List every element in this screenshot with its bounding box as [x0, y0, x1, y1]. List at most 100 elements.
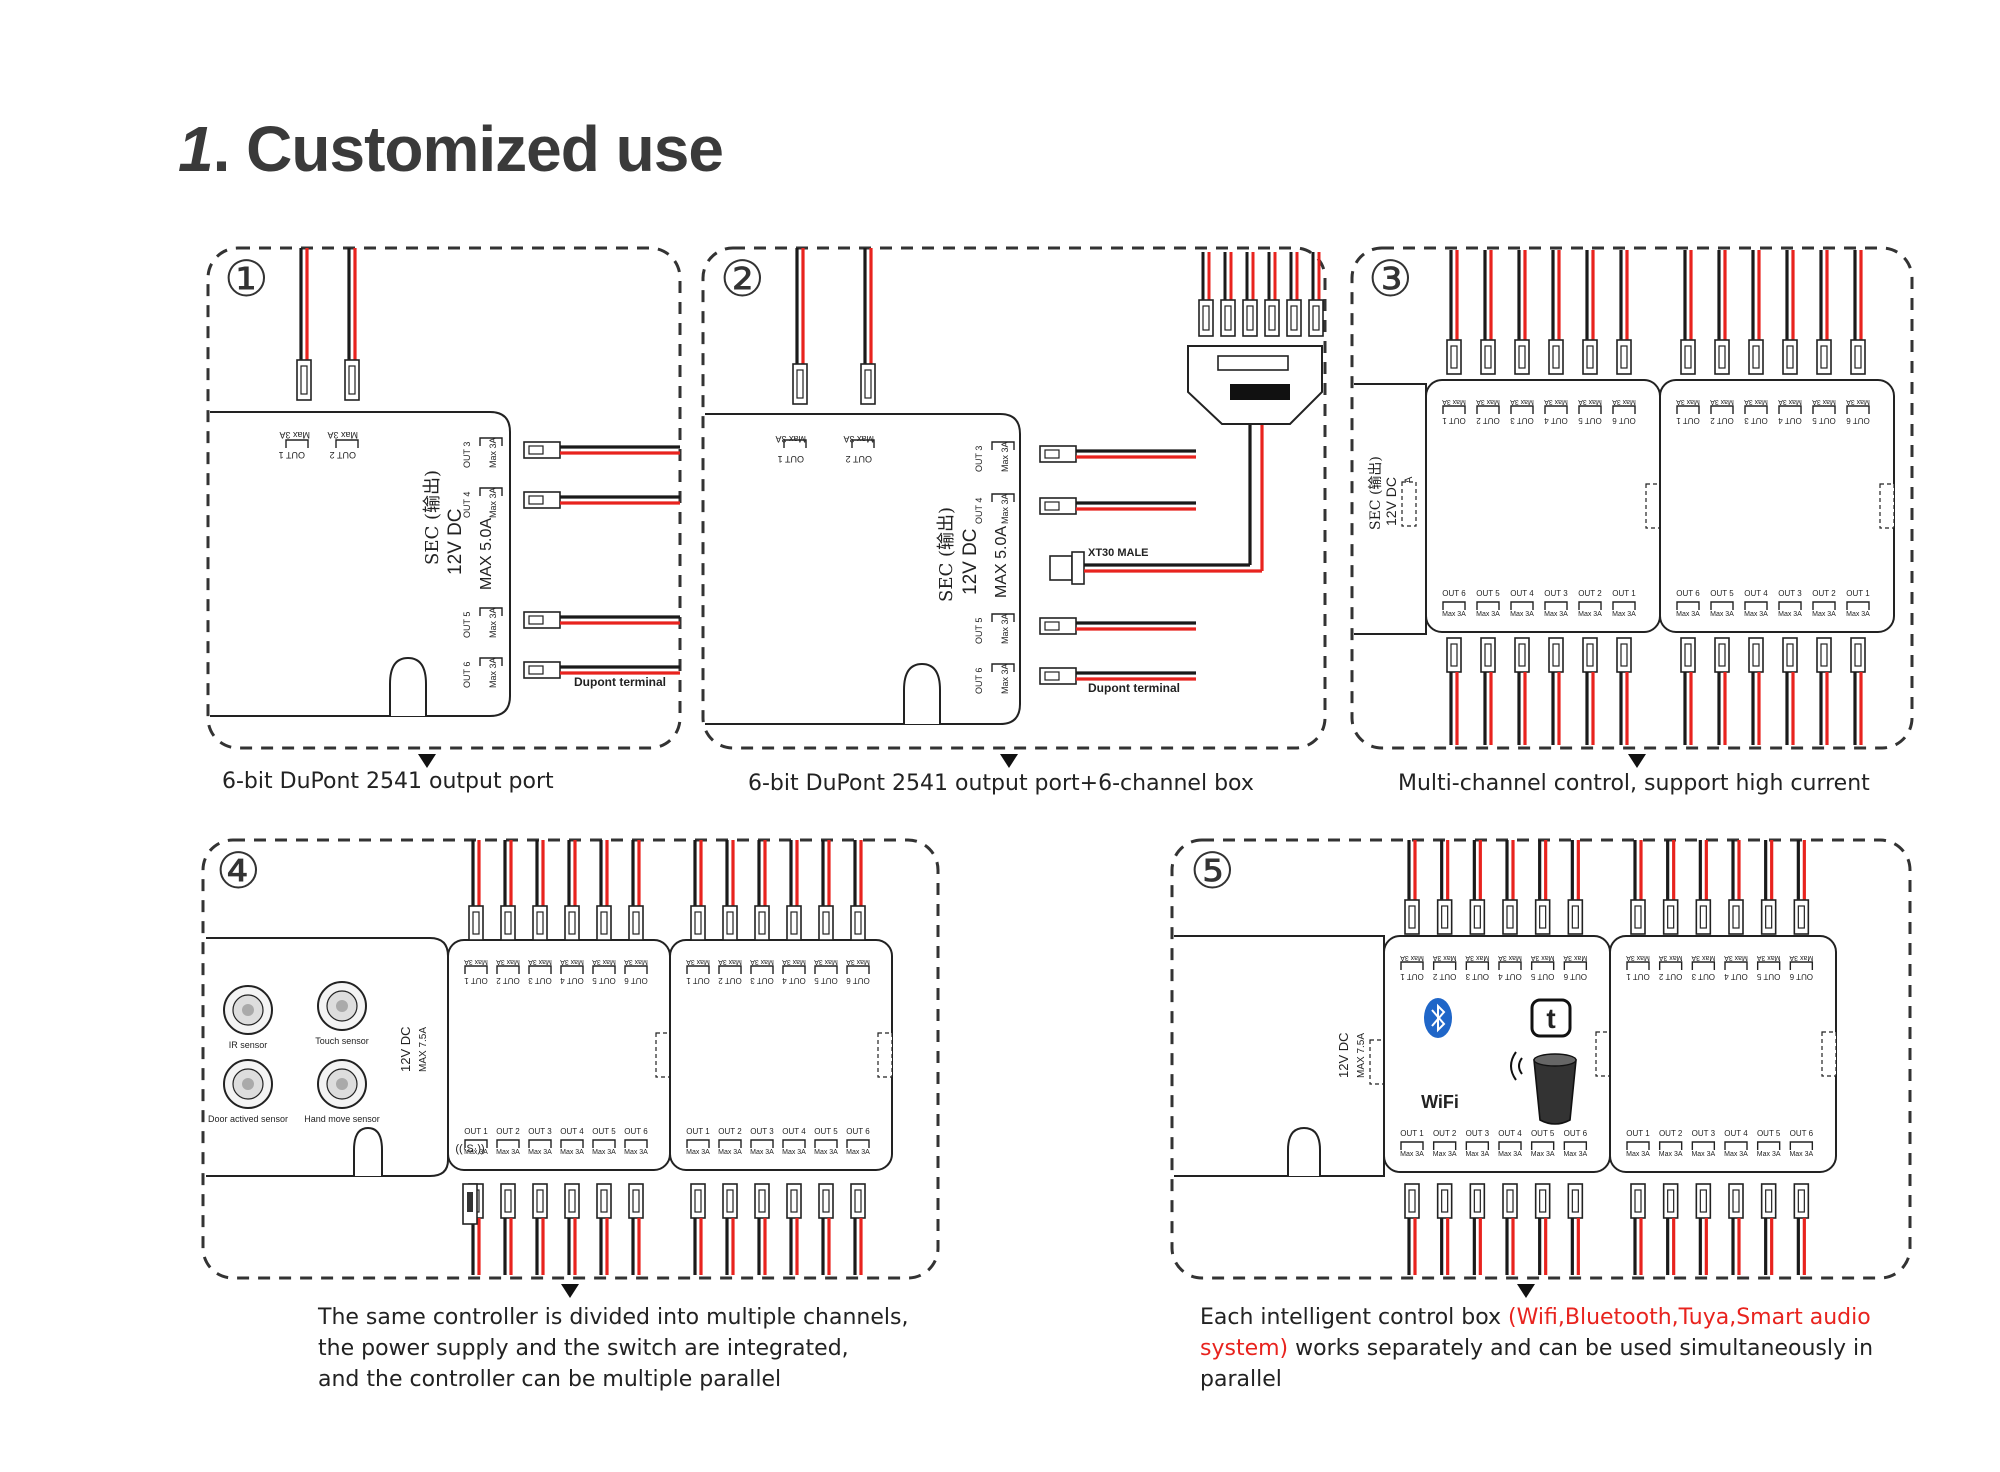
connector-plug: [532, 905, 548, 941]
label-text: Max 3A: [846, 958, 870, 965]
caption-2: 6-bit DuPont 2541 output port+6-channel …: [748, 771, 1254, 796]
caption-3: Multi-channel control, support high curr…: [1398, 771, 1870, 796]
port-outline: [1612, 405, 1636, 414]
port-outline: [1442, 405, 1466, 414]
side-connector: [1879, 483, 1895, 529]
connector-plug-inner: [854, 1189, 862, 1213]
port-outline: [528, 1139, 552, 1148]
label-text: 12V DC: [445, 508, 466, 575]
label-text: Max 3A: [624, 958, 648, 965]
label-text: Max 3A: [1812, 611, 1836, 618]
connector-plug: [1446, 637, 1462, 673]
connector-plug-inner: [300, 365, 308, 395]
connector-plug: [532, 1183, 548, 1219]
label-text: Touch sensor: [315, 1036, 369, 1046]
label-text: OUT 3: [750, 976, 774, 985]
connector-plug-inner: [1571, 905, 1579, 929]
connector-plug: [1582, 637, 1598, 673]
label-text: OUT 5: [1812, 416, 1836, 425]
label-text: OUT 2: [1710, 416, 1734, 425]
label-text: OUT 1: [1400, 1129, 1424, 1138]
switch-icon-lever: [467, 1192, 473, 1212]
connector-plug-inner: [1484, 345, 1492, 369]
label-text: OUT 1: [1846, 589, 1870, 598]
connector-plug-inner: [1408, 1189, 1416, 1213]
connector-plug: [1469, 1183, 1486, 1219]
connector-plug: [850, 905, 866, 941]
connector-plug: [1264, 299, 1280, 337]
sensor-icon-core: [242, 1078, 254, 1090]
port-outline: [1756, 1141, 1781, 1150]
label-text: OUT 3: [974, 446, 984, 472]
label-text: Max 3A: [814, 958, 838, 965]
port-outline: [479, 607, 503, 616]
label-text: Max 3A: [1778, 398, 1802, 405]
connector-plug-inner: [1441, 1189, 1449, 1213]
label-text: OUT 6: [1563, 972, 1587, 981]
label-text: Max 3A: [1498, 954, 1522, 961]
connector-plug-inner: [694, 1189, 702, 1213]
label-text: OUT 4: [1498, 1129, 1522, 1138]
connector-plug-inner: [1441, 905, 1449, 929]
controller-cutout: [1287, 1126, 1321, 1176]
connector-plug: [786, 1183, 802, 1219]
label-text: Max 3A: [1000, 441, 1010, 472]
label-text: Max 3A: [686, 1149, 710, 1156]
port-outline: [1724, 1141, 1748, 1150]
label-text: Max 3A: [1756, 954, 1780, 961]
connector-plug-inner: [796, 369, 804, 399]
connector-plug: [1502, 1183, 1518, 1219]
connector-plug-inner: [1820, 643, 1828, 667]
port-outline: [782, 1139, 806, 1148]
label-text: OUT 6: [624, 1127, 648, 1136]
label-text: Max 3A: [1000, 663, 1010, 694]
connector-plug-inner: [1732, 905, 1740, 929]
connector-plug: [1662, 899, 1679, 935]
connector-plug-inner: [1539, 1189, 1547, 1213]
sensor-icon-core: [242, 1004, 254, 1016]
label-text: OUT 3: [1778, 589, 1802, 598]
label-text: Max 3A: [560, 958, 584, 965]
connector-plug: [1404, 1183, 1420, 1219]
connector-plug: [1514, 339, 1530, 375]
label-text: Max 3A: [1400, 1151, 1424, 1158]
connector-plug-inner: [568, 1189, 576, 1213]
connector-plug-inner: [1732, 1189, 1740, 1213]
port-outline: [686, 1139, 710, 1148]
label-text: OUT 2: [1432, 972, 1456, 981]
connector-plug-inner: [1820, 345, 1828, 369]
connector-plug: [1582, 339, 1598, 375]
connector-plug-inner: [1620, 643, 1628, 667]
label-text: OUT 5: [1756, 972, 1780, 981]
badge-5: ⑤: [1190, 842, 1235, 900]
port-outline: [1744, 601, 1768, 610]
connector-plug-inner: [726, 1189, 734, 1213]
label-text: Max 3A: [1465, 954, 1489, 961]
connector-plug-inner: [1634, 1189, 1642, 1213]
label-text: OUT 4: [1510, 589, 1534, 598]
port-outline: [1691, 1141, 1716, 1150]
badge-2: ②: [720, 250, 765, 308]
label-text: Max 3A: [1400, 954, 1424, 961]
caption-5-black-3: parallel: [1200, 1367, 1282, 1392]
port-outline: [1710, 405, 1734, 414]
port-outline: [991, 663, 1015, 672]
connector-plug-inner: [1854, 643, 1862, 667]
port-outline: [464, 1139, 488, 1148]
label-text: Max 3A: [1724, 1151, 1748, 1158]
label-text: Dupont terminal: [1088, 681, 1180, 695]
label-text: OUT 5: [592, 976, 616, 985]
port-outline: [496, 965, 520, 974]
caption-5: Each intelligent control box (Wifi,Bluet…: [1200, 1302, 1873, 1395]
connector-plug-inner: [1634, 905, 1642, 929]
label-text: Hand move sensor: [304, 1114, 380, 1124]
label-text: Max 3A: [1465, 1151, 1489, 1158]
caption-5-red-1: (Wifi,Bluetooth,Tuya,Smart audio: [1508, 1305, 1871, 1330]
connector-plug-inner: [1699, 1189, 1707, 1213]
connector-plug-inner: [726, 911, 734, 935]
label-text: Max 3A: [560, 1149, 584, 1156]
label-text: OUT 1: [686, 976, 710, 985]
label-text: OUT 2: [1658, 972, 1682, 981]
connector-plug-inner: [1044, 621, 1060, 631]
